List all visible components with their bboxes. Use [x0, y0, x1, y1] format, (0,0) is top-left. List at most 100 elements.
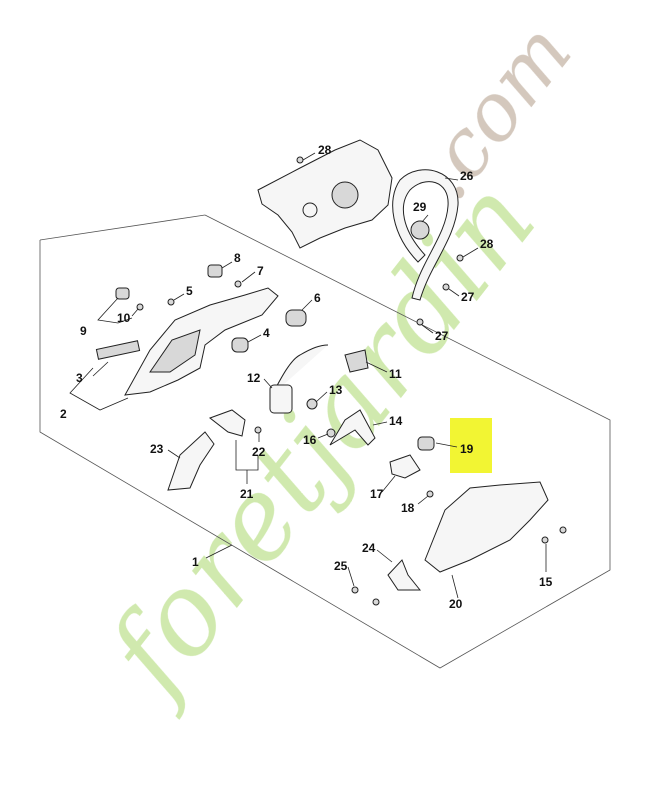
crankcase-body	[257, 139, 393, 249]
callout-1: 1	[192, 555, 199, 569]
screw-27a	[442, 283, 450, 291]
handle-cover-23	[167, 431, 215, 491]
callout-9: 9	[80, 324, 87, 338]
leader-13	[315, 391, 328, 403]
damper-9	[115, 287, 130, 300]
spring-13	[306, 398, 318, 410]
callout-2: 2	[60, 407, 67, 421]
damper-6	[285, 309, 307, 327]
screw-25a	[351, 586, 359, 594]
callout-26: 26	[460, 169, 474, 183]
shroud-20	[424, 481, 549, 573]
callout-12: 12	[247, 371, 261, 385]
callout-4: 4	[263, 326, 270, 340]
screw-15a	[541, 536, 549, 544]
callout-20: 20	[449, 597, 463, 611]
leader-16	[317, 433, 329, 439]
cover-24	[387, 559, 422, 591]
watermark-tld: .com	[397, 6, 590, 216]
callout-21: 21	[240, 487, 254, 501]
leader-28b	[462, 247, 479, 258]
bracket-3	[92, 361, 109, 377]
throttle-parts	[167, 344, 376, 491]
leader-17	[381, 475, 396, 493]
crankcase-bore	[331, 181, 359, 209]
leader-19	[435, 442, 458, 448]
frame-edge	[39, 214, 206, 241]
leader-29	[421, 214, 429, 223]
throttle-cable-12	[271, 344, 329, 396]
callout-10: 10	[117, 311, 131, 325]
callout-8: 8	[234, 251, 241, 265]
leader-25	[347, 566, 355, 587]
screw-18	[426, 490, 434, 498]
callout-28b: 28	[480, 237, 494, 251]
assembly-frame	[39, 214, 611, 669]
switch-11	[344, 349, 369, 373]
callout-27a: 27	[461, 290, 475, 304]
leader-24	[376, 549, 393, 563]
callout-27b: 27	[435, 329, 449, 343]
leader-5	[173, 293, 185, 301]
leader-20	[451, 574, 459, 599]
callout-29: 29	[413, 200, 427, 214]
callout-6: 6	[314, 291, 321, 305]
bracket-17	[389, 454, 421, 479]
bracket-2	[69, 367, 129, 411]
leader-6	[301, 299, 313, 311]
callout-25: 25	[334, 559, 348, 573]
damper-8	[207, 264, 223, 278]
leader-7	[241, 271, 256, 283]
callout-18: 18	[401, 501, 415, 515]
leader-lines	[69, 152, 547, 599]
spring-16	[326, 428, 336, 438]
trigger-lockout-21	[208, 409, 246, 437]
callout-15: 15	[539, 575, 553, 589]
handle-damper-29	[410, 220, 430, 240]
leader-11	[365, 361, 388, 373]
handle-grip-inner	[149, 329, 201, 373]
throttle-rod-14	[329, 409, 376, 446]
leader-27a	[448, 288, 460, 297]
callout-19: 19	[460, 442, 474, 456]
screw-15b	[559, 526, 567, 534]
screw-27b	[416, 318, 424, 326]
callout-23: 23	[150, 442, 164, 456]
screw-22	[254, 426, 262, 434]
screw-7	[234, 280, 242, 288]
callout-labels: 28 26 29 28 27 27 8 7 5 6 10 9 4 11 3 12…	[60, 143, 553, 611]
screw-10	[136, 303, 144, 311]
leader-10	[131, 308, 139, 317]
screw-28a	[296, 156, 304, 164]
right-housing-parts	[296, 156, 567, 606]
damper-19	[417, 436, 435, 451]
leader-23	[167, 449, 181, 459]
leader-27b	[421, 324, 434, 334]
callout-13: 13	[329, 383, 343, 397]
callout-5: 5	[186, 284, 193, 298]
callout-24: 24	[362, 541, 376, 555]
callout-14: 14	[389, 414, 403, 428]
leader-12	[263, 378, 273, 389]
callout-28a: 28	[318, 143, 332, 157]
decal-3	[95, 340, 141, 360]
highlight-19	[450, 418, 492, 473]
rear-handle-part	[95, 287, 279, 396]
small-parts-left	[115, 264, 307, 353]
leader-1	[205, 544, 233, 559]
screw-28b	[456, 254, 464, 262]
crankcase-part	[257, 139, 393, 249]
front-handle-26	[392, 169, 459, 301]
damper-4	[231, 337, 249, 353]
frame-outline	[39, 214, 611, 669]
screw-5	[167, 298, 175, 306]
callout-22: 22	[252, 445, 266, 459]
crankcase-hole	[302, 202, 318, 218]
leader-8	[221, 261, 233, 269]
callout-16: 16	[303, 433, 317, 447]
leader-28a	[302, 152, 316, 161]
throttle-trigger-12	[269, 384, 293, 414]
leader-14	[372, 421, 388, 426]
callout-7: 7	[257, 264, 264, 278]
